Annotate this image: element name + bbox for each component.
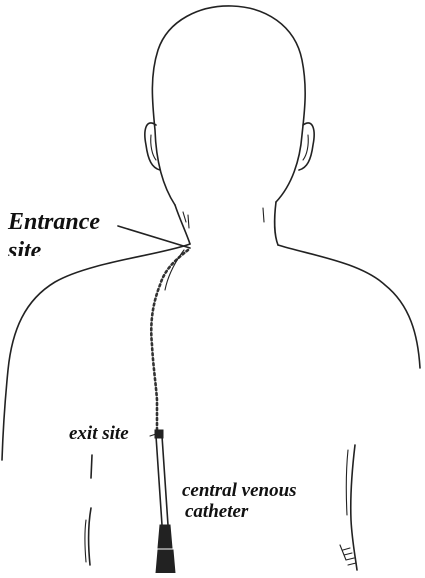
catheter-connector xyxy=(156,550,175,573)
catheter-external-right xyxy=(162,436,168,525)
neck-mark-right xyxy=(263,208,264,222)
neck-mark-left xyxy=(183,212,189,228)
right-shoulder xyxy=(278,245,420,368)
left-ear xyxy=(145,123,160,170)
entrance-site-label: Entrance xyxy=(8,210,100,234)
right-ear-inner xyxy=(303,135,308,160)
neck-left xyxy=(175,205,190,244)
neck-right xyxy=(275,202,278,245)
entrance-pointer-line xyxy=(118,226,190,248)
left-torso-tick xyxy=(91,455,92,478)
entrance-site-label-line2: site xyxy=(8,239,41,256)
exit-site-label: exit site xyxy=(69,424,129,443)
right-torso-line-2 xyxy=(346,450,348,515)
catheter-label-line2: catheter xyxy=(185,502,248,521)
left-arm-line-2 xyxy=(85,520,86,562)
right-torso-line xyxy=(351,445,357,570)
catheter-external-left xyxy=(156,436,162,525)
catheter-label-line1: central venous xyxy=(182,481,297,500)
left-arm-line xyxy=(89,508,91,565)
catheter-tunnel xyxy=(151,250,188,432)
catheter-hub xyxy=(158,525,172,548)
head-outline xyxy=(152,6,305,205)
